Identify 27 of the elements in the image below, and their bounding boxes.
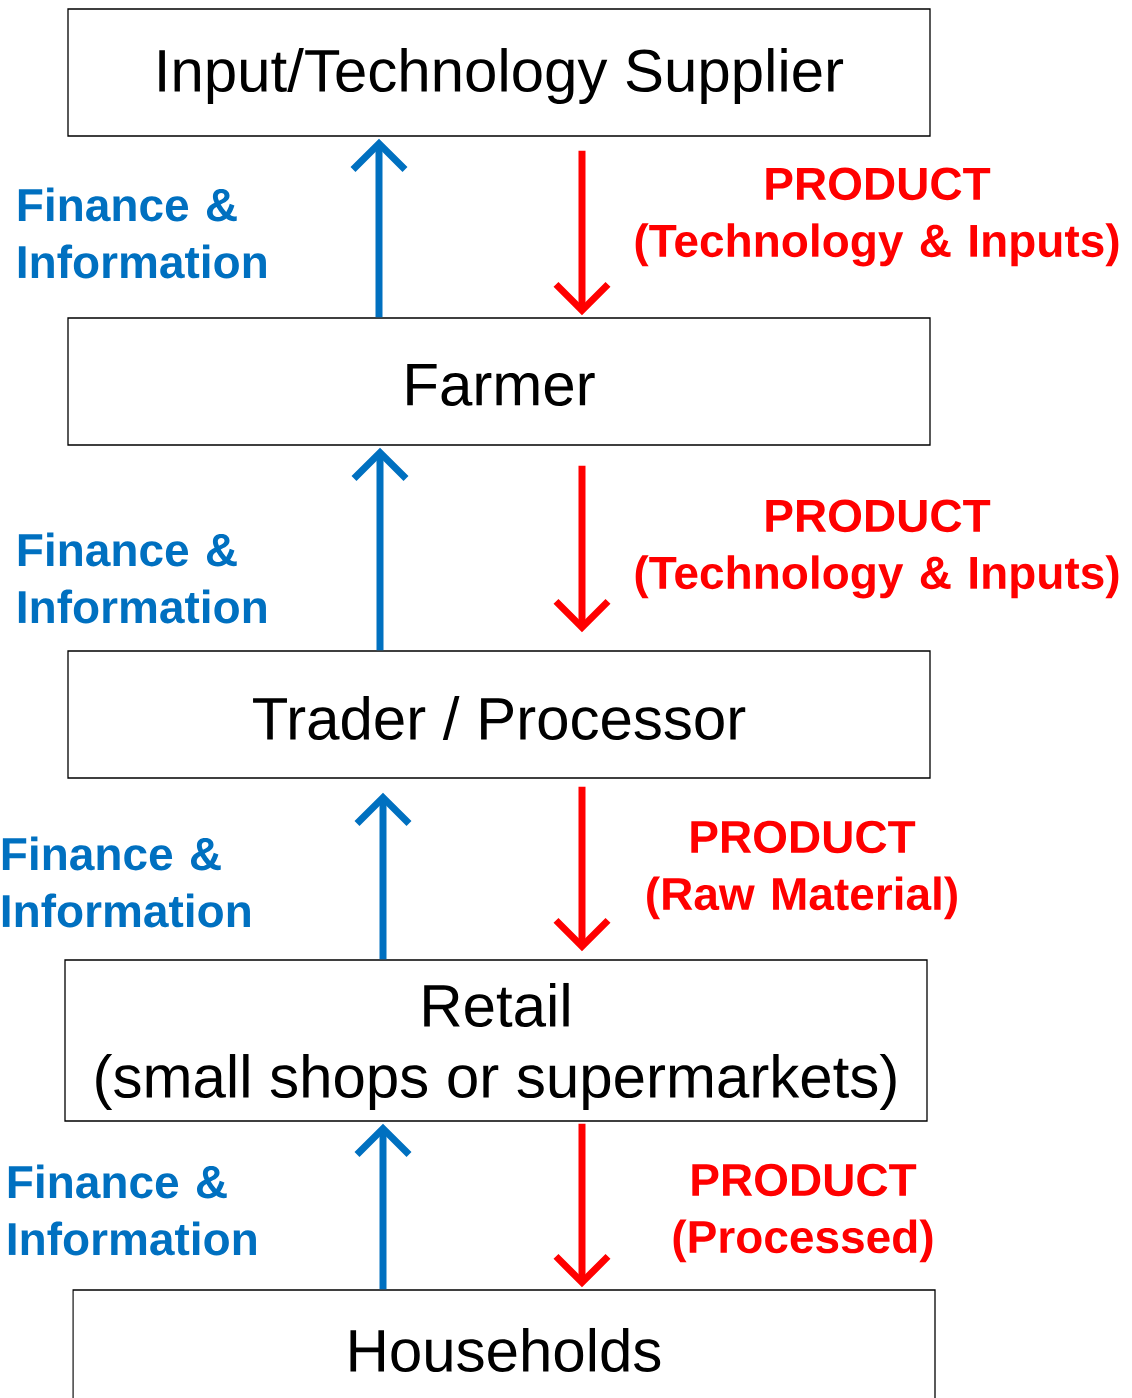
arrow (350, 138, 408, 318)
process-box (67, 8, 931, 137)
edge-label: PRODUCT (Technology & Inputs) (635, 167, 1119, 267)
box-text: Households (350, 1327, 661, 1372)
box-text: Trader / Processor (253, 695, 746, 740)
edge-label: Finance & Information (18, 532, 266, 624)
box-text: (small shops or supermarkets) (96, 1054, 896, 1110)
arrow (354, 792, 412, 960)
process-box (67, 317, 931, 446)
edge-label: Finance & Information (2, 836, 250, 928)
process-box (67, 650, 931, 779)
edge-label: PRODUCT (Raw Material) (647, 820, 957, 920)
box-text: Farmer (407, 364, 595, 406)
arrow (553, 150, 611, 316)
edge-label: PRODUCT (Processed) (673, 1163, 933, 1263)
box-text: Retail (424, 982, 569, 1027)
edge-label: PRODUCT (Technology & Inputs) (635, 499, 1119, 599)
edge-label: Finance & Information (18, 187, 266, 279)
box-text: Input/Technology Supplier (159, 48, 844, 104)
arrow (553, 1123, 611, 1288)
arrow (351, 447, 409, 651)
process-box (72, 1289, 936, 1398)
process-box (64, 959, 928, 1122)
edge-label: Finance & Information (8, 1164, 256, 1256)
arrow (553, 786, 611, 952)
arrow (354, 1123, 412, 1290)
arrow (553, 465, 611, 633)
